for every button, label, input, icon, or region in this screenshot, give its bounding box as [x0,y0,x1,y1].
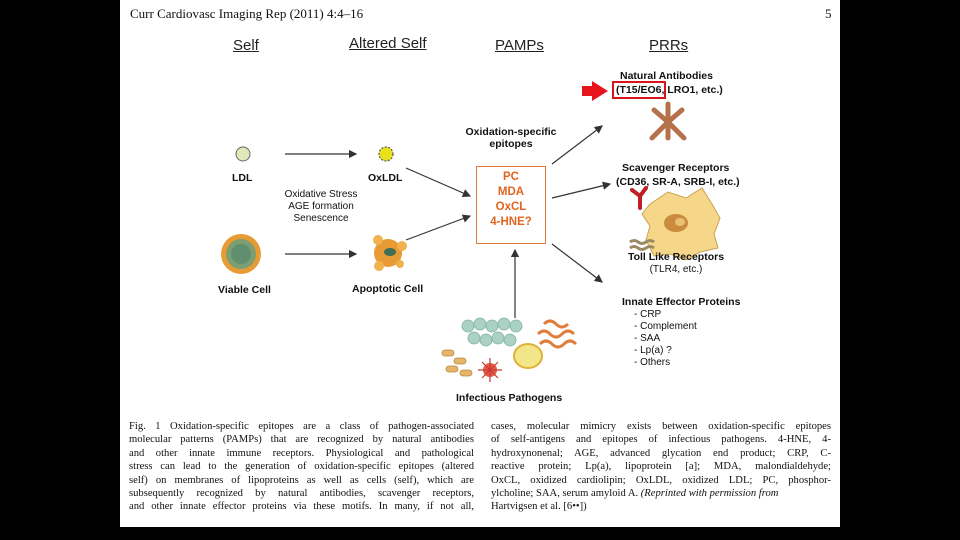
oxldl-particle-icon [378,146,394,162]
tlr-block: Toll Like Receptors (TLR4, etc.) [621,251,731,276]
caption-line: self) on membranes of lipoproteins as we… [129,474,474,486]
figure-1: Self Altered Self PAMPs PRRs LDL OxLDL O… [120,28,840,412]
column-header-altered-self: Altered Self [349,35,427,52]
arrow-to-effectors [551,243,603,283]
caption-line: ylcholine; SAA, serum amyloid A. (Reprin… [491,487,831,500]
epitopes-title-line: epitopes [489,138,533,150]
process-labels: Oxidative Stress AGE formation Senescenc… [276,189,366,225]
caption-line: Hartvigsen et al. [6••]) [491,501,587,513]
epitope-item: MDA [497,186,525,198]
caption-left-column: Fig. 1 Oxidation-specific epitopes are a… [129,420,474,514]
natural-antibodies-sub: (T15/EO6, LRO1, etc.) [616,84,723,96]
viable-cell-label: Viable Cell [218,284,271,296]
caption-line: reactive protein; Lp(a), lipoprotein [a]… [491,461,831,473]
epitope-list-box: PC MDA OxCL 4-HNE? [476,166,546,244]
paper-page: Curr Cardiovasc Imaging Rep (2011) 4:4–1… [120,0,840,527]
antibody-icon [649,101,687,141]
caption-line: and other innate immune receptors. Physi… [129,447,474,459]
process-line: AGE formation [288,201,354,212]
effector-title: Innate Effector Proteins [622,296,741,308]
caption-line: subsequently recognized by natural antib… [129,488,474,500]
effector-proteins-block: Innate Effector Proteins - CRP - Complem… [622,296,740,369]
oxldl-label: OxLDL [368,172,403,184]
epitope-item: PC [503,171,519,183]
tlr-title: Toll Like Receptors [627,251,725,263]
macrophage-icon [629,186,721,261]
column-header-prrs: PRRs [649,37,689,54]
effector-item: - SAA [634,333,661,344]
effector-item: - Others [634,357,671,368]
apoptotic-cell-label: Apoptotic Cell [352,283,424,295]
caption-line: OxCL, oxidized cardiolipin; OxLDL, oxidi… [491,474,831,486]
virus-icon [478,358,502,382]
process-line: Oxidative Stress [284,189,358,200]
caption-line: and other innate effector proteins via t… [129,501,474,513]
arrow-to-scavenger [551,181,612,199]
effector-item: - Complement [634,321,697,332]
viable-cell-icon [221,234,261,274]
tlr-sub: (TLR4, etc.) [649,264,703,275]
scavenger-sub: (CD36, SR-A, SRB-I, etc.) [616,176,740,188]
caption-right-column: cases, molecular mimicry exists between … [491,420,831,514]
arrows [285,125,612,318]
epitopes-title: Oxidation-specific epitopes [456,126,566,150]
arrow-to-antibodies [551,125,603,165]
apoptotic-cell-icon [373,235,407,271]
caption-text: ylcholine; SAA, serum amyloid A. [491,488,639,500]
arrow-apoptotic-to-epitopes [405,214,472,241]
figure-graphics [221,81,721,382]
scavenger-title: Scavenger Receptors [622,162,730,174]
ldl-label: LDL [232,172,253,184]
infectious-pathogens-label: Infectious Pathogens [456,392,563,404]
natural-antibodies-rest: LRO1, etc.) [667,84,723,96]
epitopes-title-line: Oxidation-specific [465,126,557,138]
effector-list: - CRP - Complement - SAA - Lp(a) ? - Oth… [622,309,740,369]
page-number: 5 [825,6,832,21]
pathogens-icon [441,317,578,382]
column-header-pamps: PAMPs [495,37,544,54]
highlight-box [612,81,666,99]
caption-line: stress can lead to the generation of oxi… [129,461,474,473]
caption-line: cases, molecular mimicry exists between … [491,421,831,432]
journal-citation: Curr Cardiovasc Imaging Rep (2011) 4:4–1… [130,6,364,21]
caption-line: molecular patterns (PAMPs) that are reco… [129,434,474,446]
effector-item: - Lp(a) ? [634,345,672,356]
epitope-item: 4-HNE? [490,216,532,228]
red-pointer-arrow-icon [582,81,608,101]
natural-antibodies-highlighted: (T15/EO6, [616,84,665,96]
caption-reprint-note: (Reprinted with permission from [640,488,779,500]
caption-line: of self-antigens and epitopes of infecti… [491,434,831,446]
arrow-oxldl-to-epitopes [405,167,472,197]
caption-line: Fig. 1 Oxidation-specific epitopes are a… [129,421,474,432]
epitope-item: OxCL [495,201,527,213]
process-line: Senescence [293,213,349,224]
caption-line: hydroxynonenal; AGE, advanced glycation … [491,447,831,459]
natural-antibodies-title: Natural Antibodies [620,70,713,82]
natural-antibodies-block: Natural Antibodies (T15/EO6, LRO1, etc.) [616,70,723,96]
column-header-self: Self [233,37,259,54]
ldl-particle-icon [235,146,251,162]
effector-item: - CRP [634,309,662,320]
scavenger-receptors-block: Scavenger Receptors (CD36, SR-A, SRB-I, … [616,162,740,188]
